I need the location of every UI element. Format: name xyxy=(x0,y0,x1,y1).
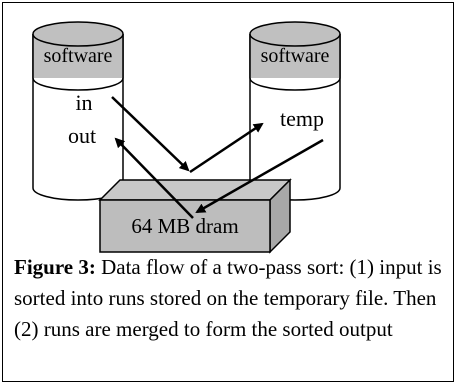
right-disk-label: software xyxy=(261,45,330,67)
arrow-dram-to-temp xyxy=(189,122,264,174)
memory-block: 64 MB dram xyxy=(98,178,292,254)
left-disk-label: software xyxy=(44,45,113,67)
caption-text: Data flow of a two-pass sort: (1) input … xyxy=(14,255,442,341)
temp-label: temp xyxy=(280,106,324,131)
arrow-dram-to-output xyxy=(114,137,194,219)
figure-caption: Figure 3: Data flow of a two-pass sort: … xyxy=(14,252,450,345)
memory-label: 64 MB dram xyxy=(131,214,238,238)
left-disk: software in out xyxy=(32,21,124,201)
caption-heading: Figure 3: xyxy=(14,255,96,279)
output-label: out xyxy=(68,123,96,148)
arrow-input-to-dram xyxy=(111,96,190,172)
right-disk: software xyxy=(249,21,341,201)
arrow-temp-to-dram xyxy=(195,138,324,214)
input-label: in xyxy=(75,90,92,115)
